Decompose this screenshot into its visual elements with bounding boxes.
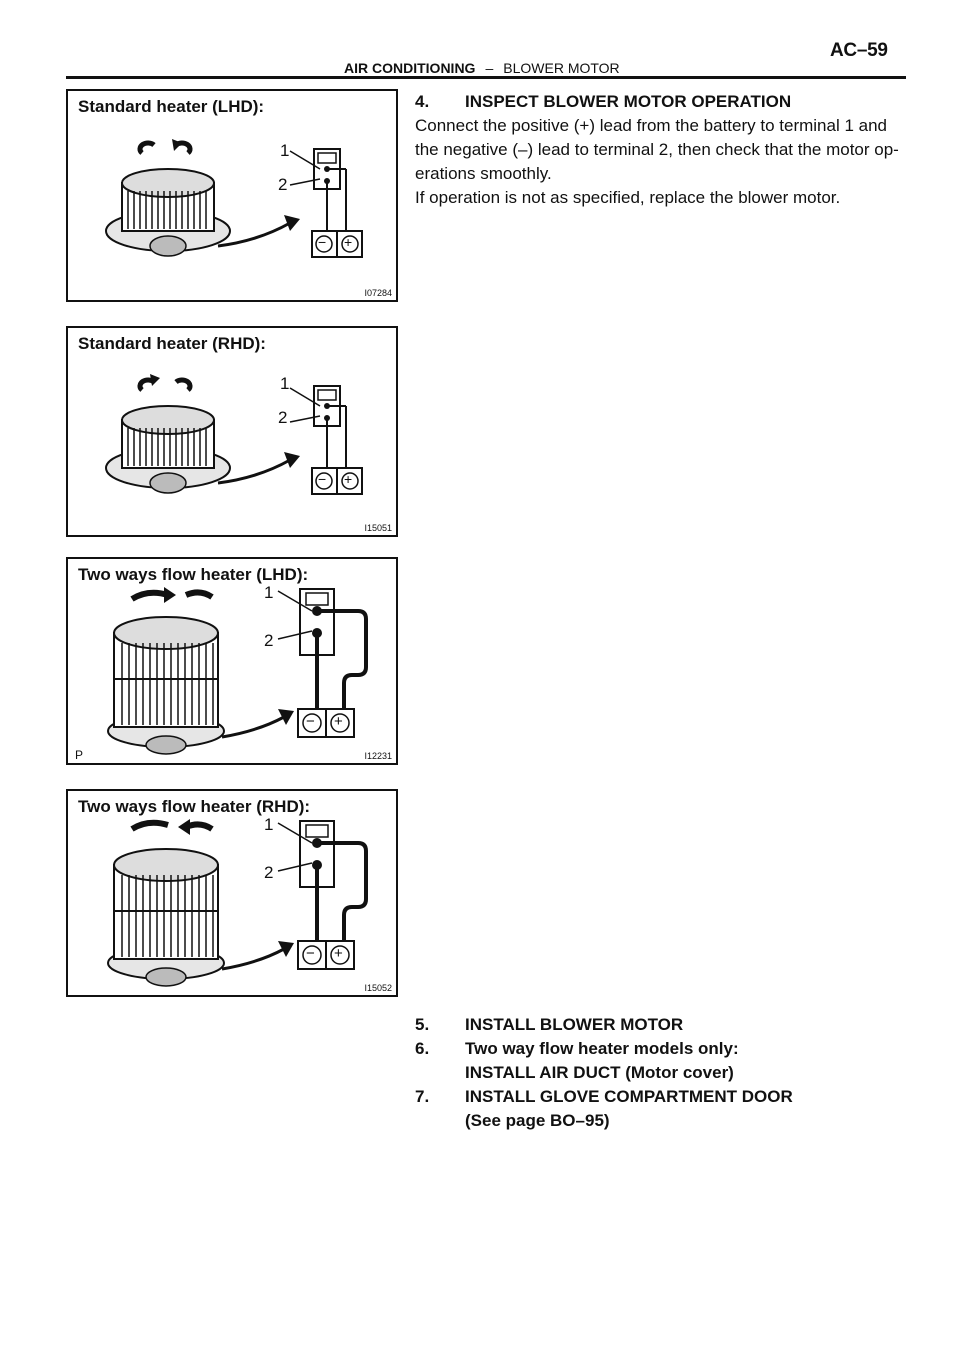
terminal-2-label: 2 — [278, 175, 288, 194]
step-text: INSTALL BLOWER MOTOR — [465, 1015, 684, 1034]
step-row: (See page BO–95) — [415, 1109, 793, 1133]
step-row: 6. Two way flow heater models only: — [415, 1037, 793, 1061]
page-number: AC–59 — [830, 40, 888, 61]
terminal-1-label: 1 — [280, 141, 290, 160]
figure-caption: Standard heater (LHD): — [78, 97, 265, 116]
figure-id: I15052 — [364, 983, 392, 993]
blower-motor-diagram — [107, 587, 368, 755]
terminal-2-label: 2 — [264, 863, 274, 882]
step-heading: 4. INSPECT BLOWER MOTOR OPERATION — [415, 90, 915, 114]
step-number — [415, 1109, 465, 1133]
figure-caption: Two ways flow heater (LHD): — [78, 565, 309, 584]
battery-negative-icon: − — [318, 234, 327, 250]
blower-motor-diagram — [105, 139, 363, 258]
instruction-line: If operation is not as specified, replac… — [415, 188, 841, 207]
instruction-line: the negative (–) lead to terminal 2, the… — [415, 140, 899, 159]
figure-id: I12231 — [364, 751, 392, 761]
step-row: 7. INSTALL GLOVE COMPARTMENT DOOR — [415, 1085, 793, 1109]
running-header: AIR CONDITIONING–BLOWER MOTOR — [344, 60, 620, 76]
battery-positive-icon: + — [344, 234, 353, 250]
step-row: INSTALL AIR DUCT (Motor cover) — [415, 1061, 793, 1085]
figure-id: I07284 — [364, 288, 392, 298]
battery-positive-icon: + — [334, 713, 343, 730]
figure-id: I15051 — [364, 523, 392, 533]
step-number: 5. — [415, 1015, 430, 1034]
figure-caption: Two ways flow heater (RHD): — [78, 797, 311, 816]
step-number: 6. — [415, 1039, 430, 1058]
terminal-1-label: 1 — [264, 583, 274, 602]
terminal-1-label: 1 — [280, 374, 290, 393]
figure-caption: Standard heater (RHD): — [78, 334, 266, 353]
figure-marker: P — [75, 748, 84, 762]
step-4-block: 4. INSPECT BLOWER MOTOR OPERATION Connec… — [415, 90, 915, 210]
figure-two-ways-lhd: Two ways flow heater (LHD): 1 2 − + P I1… — [66, 557, 398, 765]
battery-positive-icon: + — [344, 471, 353, 487]
step-text: INSTALL GLOVE COMPARTMENT DOOR — [465, 1087, 793, 1106]
battery-negative-icon: − — [306, 945, 315, 962]
step-number — [415, 1061, 465, 1085]
figure-standard-rhd: Standard heater (RHD): 1 2 − + I15051 — [66, 326, 398, 537]
step-row: 5. INSTALL BLOWER MOTOR — [415, 1013, 793, 1037]
blower-motor-diagram — [107, 819, 368, 987]
step-text: (See page BO–95) — [465, 1111, 610, 1130]
step-title: INSPECT BLOWER MOTOR OPERATION — [465, 92, 792, 111]
step-text: Two way flow heater models only: — [465, 1039, 739, 1058]
instruction-line: erations smoothly. — [415, 164, 552, 183]
step-number: 7. — [415, 1087, 430, 1106]
header-rule — [66, 76, 906, 79]
figure-standard-lhd: Standard heater (LHD): 1 2 − + I07284 — [66, 89, 398, 302]
blower-motor-diagram — [105, 374, 363, 495]
terminal-1-label: 1 — [264, 815, 274, 834]
step-text: INSTALL AIR DUCT (Motor cover) — [465, 1063, 734, 1082]
subsection-title: BLOWER MOTOR — [503, 60, 620, 76]
step-number: 4. — [415, 92, 430, 111]
battery-negative-icon: − — [306, 713, 315, 730]
battery-negative-icon: − — [318, 471, 327, 487]
terminal-2-label: 2 — [278, 408, 288, 427]
figure-two-ways-rhd: Two ways flow heater (RHD): 1 2 − + I150… — [66, 789, 398, 997]
instruction-line: Connect the positive (+) lead from the b… — [415, 116, 887, 135]
battery-positive-icon: + — [334, 945, 343, 962]
steps-list: 5. INSTALL BLOWER MOTOR 6. Two way flow he… — [415, 1013, 793, 1133]
header-separator: – — [485, 60, 494, 76]
section-title: AIR CONDITIONING — [344, 60, 476, 76]
terminal-2-label: 2 — [264, 631, 274, 650]
